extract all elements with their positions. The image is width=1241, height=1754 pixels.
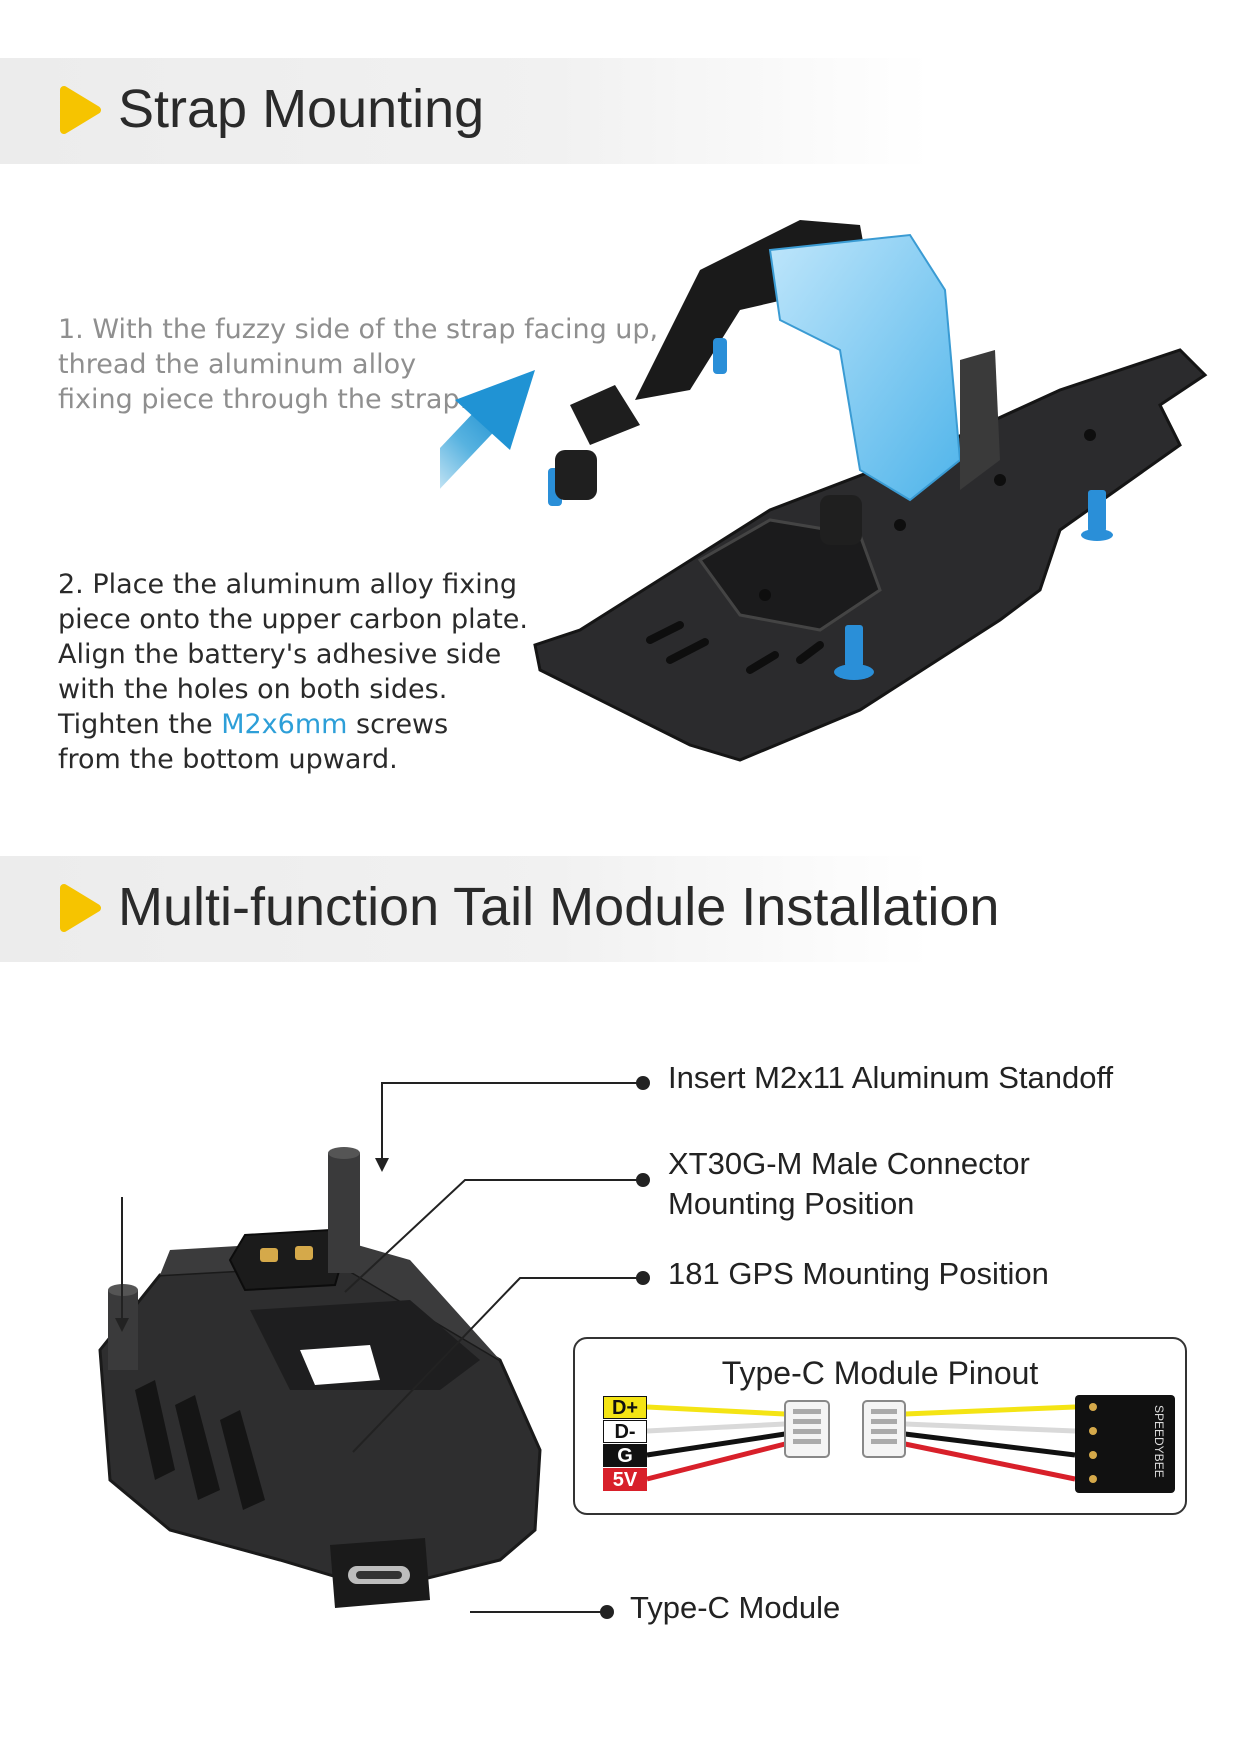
step-1-line: fixing piece through the strap. (58, 384, 469, 415)
step-2-line: 2. Place the aluminum alloy fixing (58, 569, 518, 600)
callout-standoff-text: Insert M2x11 Aluminum Standoff (668, 1060, 1114, 1095)
pin-label-ground: G (603, 1444, 647, 1467)
callout-standoff: Insert M2x11 Aluminum Standoff (668, 1058, 1113, 1098)
pin-label-d-plus: D+ (603, 1396, 647, 1419)
callout-xt30-line1: XT30G-M Male Connector (668, 1146, 1030, 1181)
screw-size-highlight: M2x6mm (221, 709, 348, 740)
callout-xt30: XT30G-M Male Connector Mounting Position (668, 1144, 1030, 1224)
carbon-plate (533, 348, 1208, 762)
pin-label-d-minus: D- (603, 1420, 647, 1443)
tighten-suffix: screws (347, 709, 449, 740)
play-triangle-icon (60, 86, 101, 134)
step-2-tighten-line: Tighten the M2x6mm screws (58, 707, 548, 742)
battery (768, 233, 962, 502)
section-banner-strap-mounting: Strap Mounting (0, 58, 1241, 164)
pinout-title: Type-C Module Pinout (721, 1355, 1039, 1391)
section-title-strap-mounting: Strap Mounting (118, 79, 485, 139)
step-1-line: thread the aluminum alloy (58, 349, 417, 380)
step-2-line: with the holes on both sides. (58, 674, 448, 705)
step-1-text: 1. With the fuzzy side of the strap faci… (58, 312, 678, 417)
strap-mount-illustration (440, 220, 1208, 762)
standoff-left (108, 1290, 138, 1370)
callout-gps-text: 181 GPS Mounting Position (668, 1256, 1049, 1291)
callout-typec: Type-C Module (630, 1588, 840, 1628)
callout-gps: 181 GPS Mounting Position (668, 1254, 1049, 1294)
step-2-line: Align the battery's adhesive side (58, 639, 502, 670)
board-brand-label: SPEEDYBEE (1152, 1405, 1166, 1478)
step-2-line: from the bottom upward. (58, 744, 398, 775)
callout-xt30-line2: Mounting Position (668, 1186, 915, 1221)
tail-module-illustration (98, 1147, 542, 1608)
section-banner-tail-module: Multi-function Tail Module Installation (0, 856, 1241, 962)
xt30-connector (228, 1228, 347, 1292)
direction-arrow-icon (455, 370, 535, 450)
step-1-line: 1. With the fuzzy side of the strap faci… (58, 314, 659, 345)
standoff-right (328, 1153, 360, 1273)
typec-board (1075, 1395, 1175, 1493)
tighten-prefix: Tighten the (58, 709, 222, 740)
play-triangle-icon (60, 884, 101, 932)
pinout-wiring-diagram: SPEEDYBEE (646, 1395, 1175, 1493)
section-title-tail-module: Multi-function Tail Module Installation (118, 877, 1000, 937)
step-2-text: 2. Place the aluminum alloy fixing piece… (58, 567, 548, 777)
callout-typec-text: Type-C Module (630, 1590, 841, 1625)
pin-label-5v: 5V (603, 1468, 647, 1491)
step-2-line: piece onto the upper carbon plate. (58, 604, 528, 635)
typec-pinout-box: Type-C Module Pinout SPEEDYBEE D+ D- G (573, 1337, 1187, 1515)
